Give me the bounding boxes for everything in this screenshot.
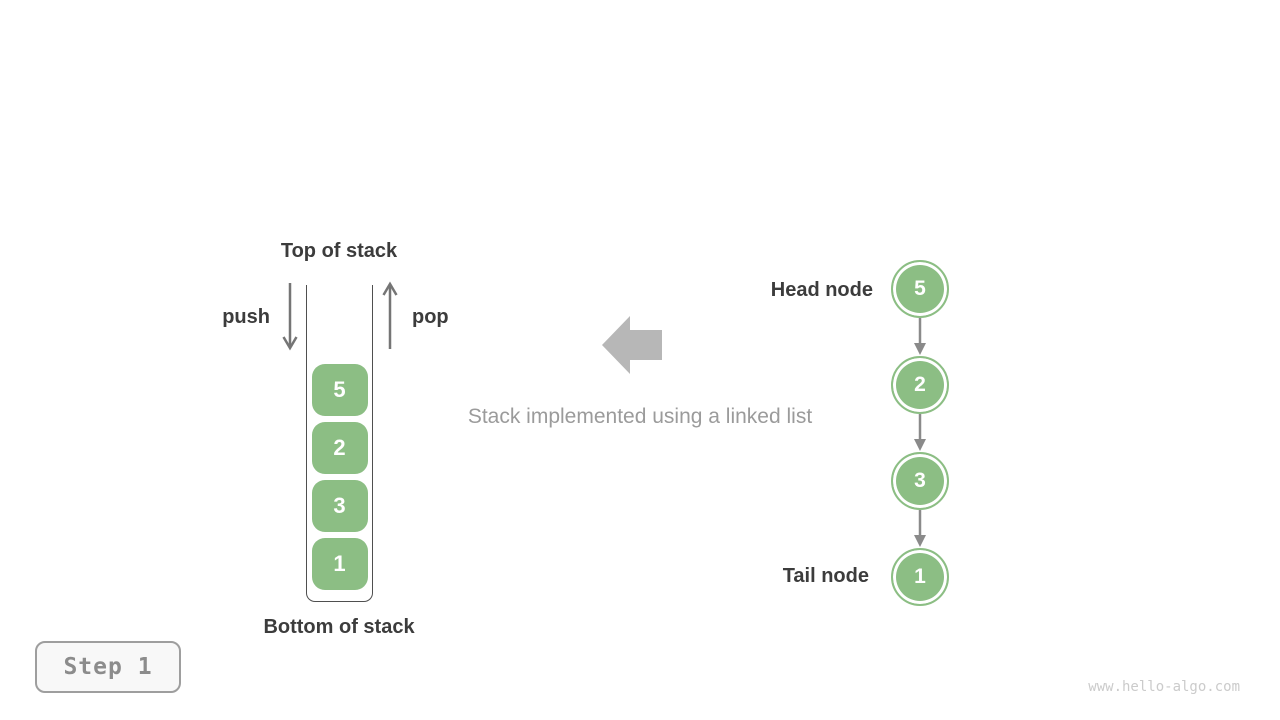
push-arrow-down-icon [282,283,298,351]
bottom-of-stack-label: Bottom of stack [263,616,415,638]
linked-list-node: 3 [891,452,949,510]
stack-container: 5 2 3 1 [306,285,373,602]
stack-items: 5 2 3 1 [307,364,372,590]
top-of-stack-label: Top of stack [280,240,398,262]
head-node-label: Head node [770,279,873,301]
node-connector-arrow-icon [914,318,926,355]
step-badge-label: Step 1 [63,654,153,680]
pop-label: pop [412,306,449,328]
push-label: push [222,306,270,328]
stack-item: 5 [311,364,368,416]
stack-item: 3 [311,480,368,532]
watermark-text: www.hello-algo.com [1088,679,1240,695]
node-connector-arrow-icon [914,510,926,547]
figure-caption: Stack implemented using a linked list [467,405,813,428]
linked-list-node: 5 [891,260,949,318]
linked-list-node: 1 [891,548,949,606]
linked-list-node: 2 [891,356,949,414]
big-left-block-arrow-icon [602,316,662,374]
node-connector-arrow-icon [914,414,926,451]
stack-item: 2 [311,422,368,474]
step-badge: Step 1 [35,641,181,693]
tail-node-label: Tail node [782,565,869,587]
stack-item: 1 [311,538,368,590]
pop-arrow-up-icon [382,281,398,349]
